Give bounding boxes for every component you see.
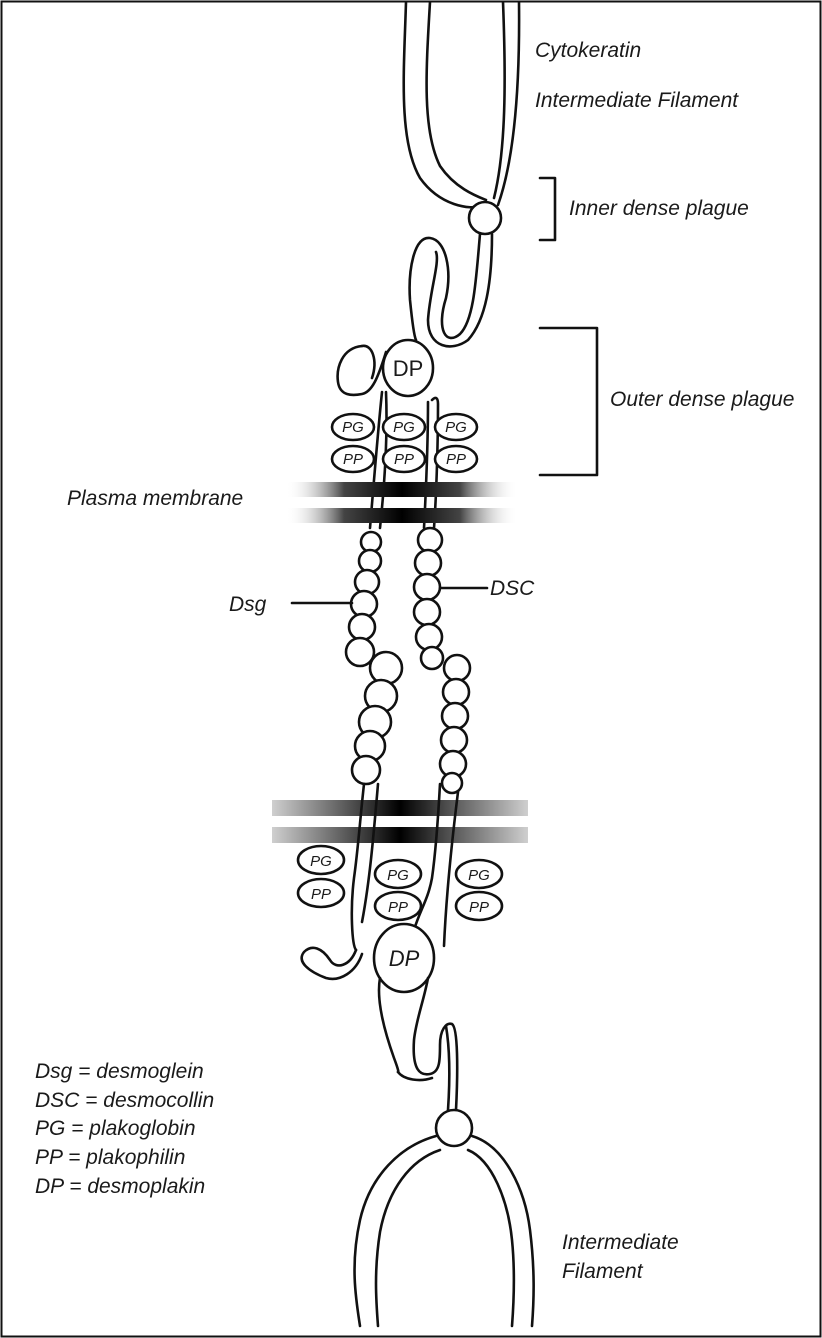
hook-left-bottom bbox=[302, 948, 362, 979]
plasma-membrane-bottom bbox=[272, 800, 528, 843]
filament-junction-bead-bottom bbox=[436, 1110, 472, 1146]
dsc-label: DSC bbox=[490, 577, 535, 600]
pg-pp-bottom-group: PG PP PG PP PG PP bbox=[298, 846, 502, 920]
pp-label: PP bbox=[311, 886, 331, 903]
filament-junction-bead-top bbox=[469, 202, 501, 234]
intermediate-bottom-label-line2: Filament bbox=[562, 1260, 644, 1283]
dsg-lower-extracellular-domains bbox=[352, 652, 402, 784]
pg-label: PG bbox=[393, 419, 415, 436]
legend: Dsg = desmoglein DSC = desmocollin PG = … bbox=[35, 1060, 214, 1198]
legend-item: DP = desmoplakin bbox=[35, 1175, 205, 1198]
dsc-extracellular-domains bbox=[414, 528, 443, 669]
pp-label: PP bbox=[343, 451, 363, 468]
plasma-membrane-label: Plasma membrane bbox=[67, 487, 243, 510]
dp-bottom-label: DP bbox=[389, 946, 420, 971]
pp-label: PP bbox=[388, 899, 408, 916]
pg-label: PG bbox=[445, 419, 467, 436]
inner-dense-plague-label: Inner dense plague bbox=[569, 197, 749, 220]
pp-label: PP bbox=[394, 451, 414, 468]
pp-label: PP bbox=[446, 451, 466, 468]
cytokeratin-label: Cytokeratin bbox=[535, 39, 641, 62]
plasma-membrane-top bbox=[286, 482, 518, 523]
pg-label: PG bbox=[342, 419, 364, 436]
dsg-label: Dsg bbox=[229, 593, 267, 616]
outer-dense-plague-label: Outer dense plague bbox=[610, 388, 794, 411]
outer-plague-bracket bbox=[540, 328, 597, 475]
legend-item: DSC = desmocollin bbox=[35, 1089, 214, 1112]
pp-label: PP bbox=[469, 899, 489, 916]
hook-left-top bbox=[338, 346, 386, 395]
pg-label: PG bbox=[468, 867, 490, 884]
desmoplakin-tail-top bbox=[410, 234, 492, 346]
hook-left-top-inner bbox=[362, 346, 374, 378]
legend-item: PG = plakoglobin bbox=[35, 1117, 196, 1140]
pg-label: PG bbox=[387, 867, 409, 884]
pg-pp-top-group: PG PG PG PP PP PP bbox=[332, 414, 477, 472]
legend-item: Dsg = desmoglein bbox=[35, 1060, 204, 1083]
legend-item: PP = plakophilin bbox=[35, 1146, 185, 1169]
inner-plague-bracket bbox=[540, 178, 555, 240]
dsc-lower-extracellular-domains bbox=[440, 655, 470, 793]
dsg-extracellular-domains bbox=[346, 532, 381, 666]
top-intermediate-filament bbox=[404, 2, 519, 207]
bottom-intermediate-filament bbox=[355, 1136, 534, 1326]
dp-top-label: DP bbox=[393, 356, 424, 381]
desmoplakin-tail-bottom bbox=[379, 978, 457, 1110]
pg-label: PG bbox=[310, 853, 332, 870]
intermediate-bottom-label-line1: Intermediate bbox=[562, 1231, 679, 1254]
intermediate-filament-top-label: Intermediate Filament bbox=[535, 89, 739, 112]
